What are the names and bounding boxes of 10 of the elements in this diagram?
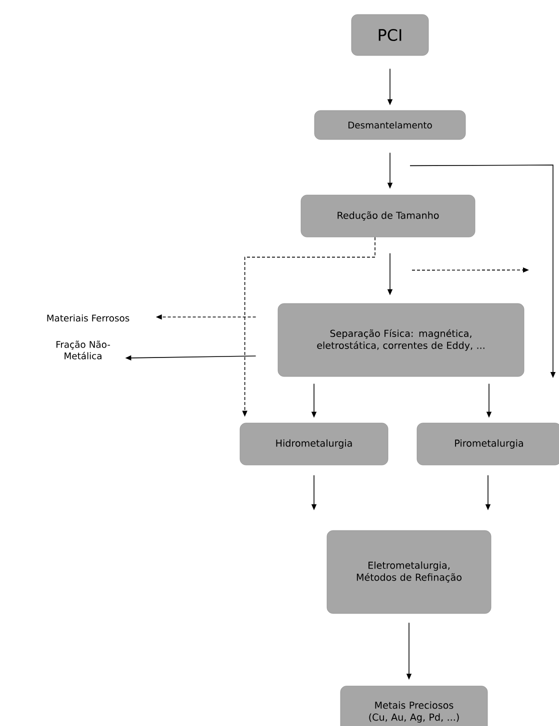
process-box: PCI [351, 14, 429, 56]
process-box: Desmantelamento [314, 110, 466, 140]
output-label: Fração Não-Metálica [56, 340, 110, 360]
process-box: Pirometalurgia [416, 422, 559, 466]
output-label: Materiais Ferrosos [47, 314, 130, 322]
process-box: Redução de Tamanho [300, 194, 476, 238]
process-box: Separação Física: magnética, eletrostática, correntes de Eddy, ... [278, 303, 524, 377]
process-box: Eletrometalurgia, Métodos de Refinação [326, 530, 492, 614]
process-box: Hidrometalurgia [240, 422, 388, 466]
process-box: Metais Preciosos (Cu, Au, Ag, Pd, ...) [340, 686, 488, 726]
